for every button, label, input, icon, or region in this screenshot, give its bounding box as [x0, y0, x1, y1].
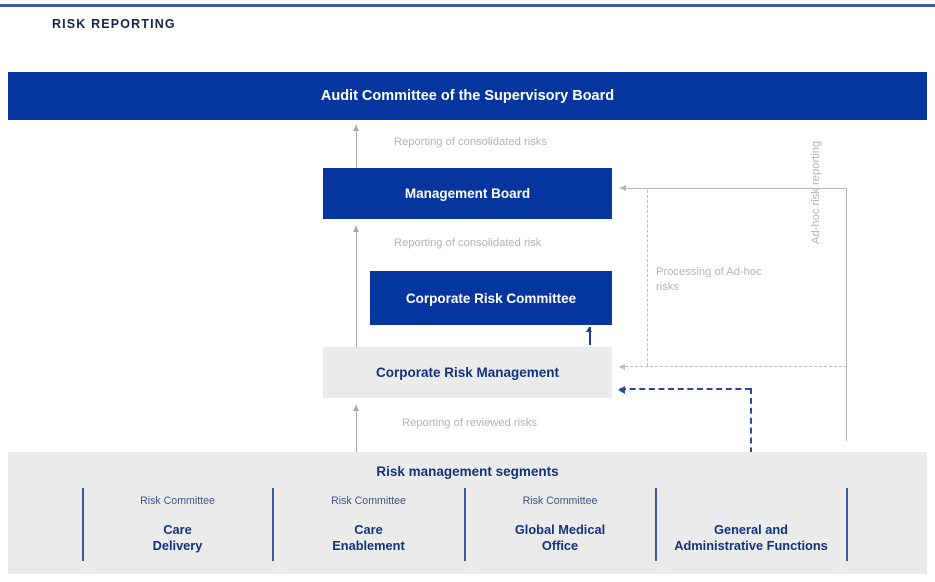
adhoc-processing-dashed-horizontal — [619, 363, 847, 370]
segment-care-delivery[interactable]: Risk Committee Care Delivery — [84, 495, 271, 554]
connector-label-reviewed-risks: Reporting of reviewed risks — [402, 417, 537, 429]
segment-divider — [655, 488, 657, 561]
risk-management-segments-band: Risk management segments — [8, 452, 927, 574]
audit-committee-box: Audit Committee of the Supervisory Board — [8, 72, 927, 120]
management-board-box: Management Board — [323, 168, 612, 219]
segment-name-line2: Office — [541, 538, 579, 553]
segment-divider — [272, 488, 274, 561]
connector-label-consolidated-risk: Reporting of consolidated risk — [394, 237, 542, 249]
arrow-up-icon — [586, 327, 592, 345]
segment-name: Global Medical Office — [466, 522, 654, 554]
adhoc-processing-dashed-vertical — [647, 190, 648, 366]
segment-care-enablement[interactable]: Risk Committee Care Enablement — [274, 495, 463, 554]
adhoc-reporting-line-horizontal — [620, 185, 847, 191]
segment-name-line1: Care — [163, 522, 192, 537]
adhoc-reporting-line-vertical — [846, 188, 847, 441]
segment-name-line2: Administrative Functions — [674, 538, 828, 553]
segment-name-line1: Global Medical — [514, 522, 606, 537]
segment-committee-label: Risk Committee — [140, 495, 215, 507]
segment-committee-label: Risk Committee — [331, 495, 406, 507]
top-rule — [0, 4, 935, 7]
segment-divider — [82, 488, 84, 561]
segment-name: Care Delivery — [84, 522, 271, 554]
segment-name-line1: Care — [354, 522, 383, 537]
segment-committee-label: Risk Committee — [522, 495, 598, 507]
segment-name-line2: Delivery — [152, 538, 203, 553]
ga-functions-dashed-vertical — [750, 388, 752, 493]
connector-label-consolidated-risks: Reporting of consolidated risks — [394, 136, 547, 148]
connector-label-adhoc-reporting: Ad-hoc risk reporting — [810, 140, 822, 244]
segment-global-medical-office[interactable]: Risk Committee Global Medical Office — [466, 495, 654, 554]
segment-name: General and Administrative Functions — [657, 522, 845, 554]
segment-divider — [846, 488, 848, 561]
page-title: RISK REPORTING — [52, 17, 176, 31]
arrow-up-icon — [353, 226, 359, 347]
connector-label-adhoc-processing: Processing of Ad-hoc risks — [656, 266, 762, 293]
arrow-up-icon — [353, 125, 359, 168]
corporate-risk-committee-box: Corporate Risk Committee — [370, 271, 612, 325]
segment-committee-label — [657, 495, 845, 508]
segment-name-line2: Enablement — [332, 538, 405, 553]
segment-name-line1: General and — [714, 522, 788, 537]
corporate-risk-management-box: Corporate Risk Management — [323, 347, 612, 398]
segments-title: Risk management segments — [376, 464, 559, 479]
ga-functions-dashed-horizontal — [618, 386, 751, 394]
segment-divider — [464, 488, 466, 561]
arrow-up-icon — [353, 405, 359, 452]
segment-name: Care Enablement — [274, 522, 463, 554]
segment-general-administrative-functions[interactable]: General and Administrative Functions — [657, 495, 845, 554]
